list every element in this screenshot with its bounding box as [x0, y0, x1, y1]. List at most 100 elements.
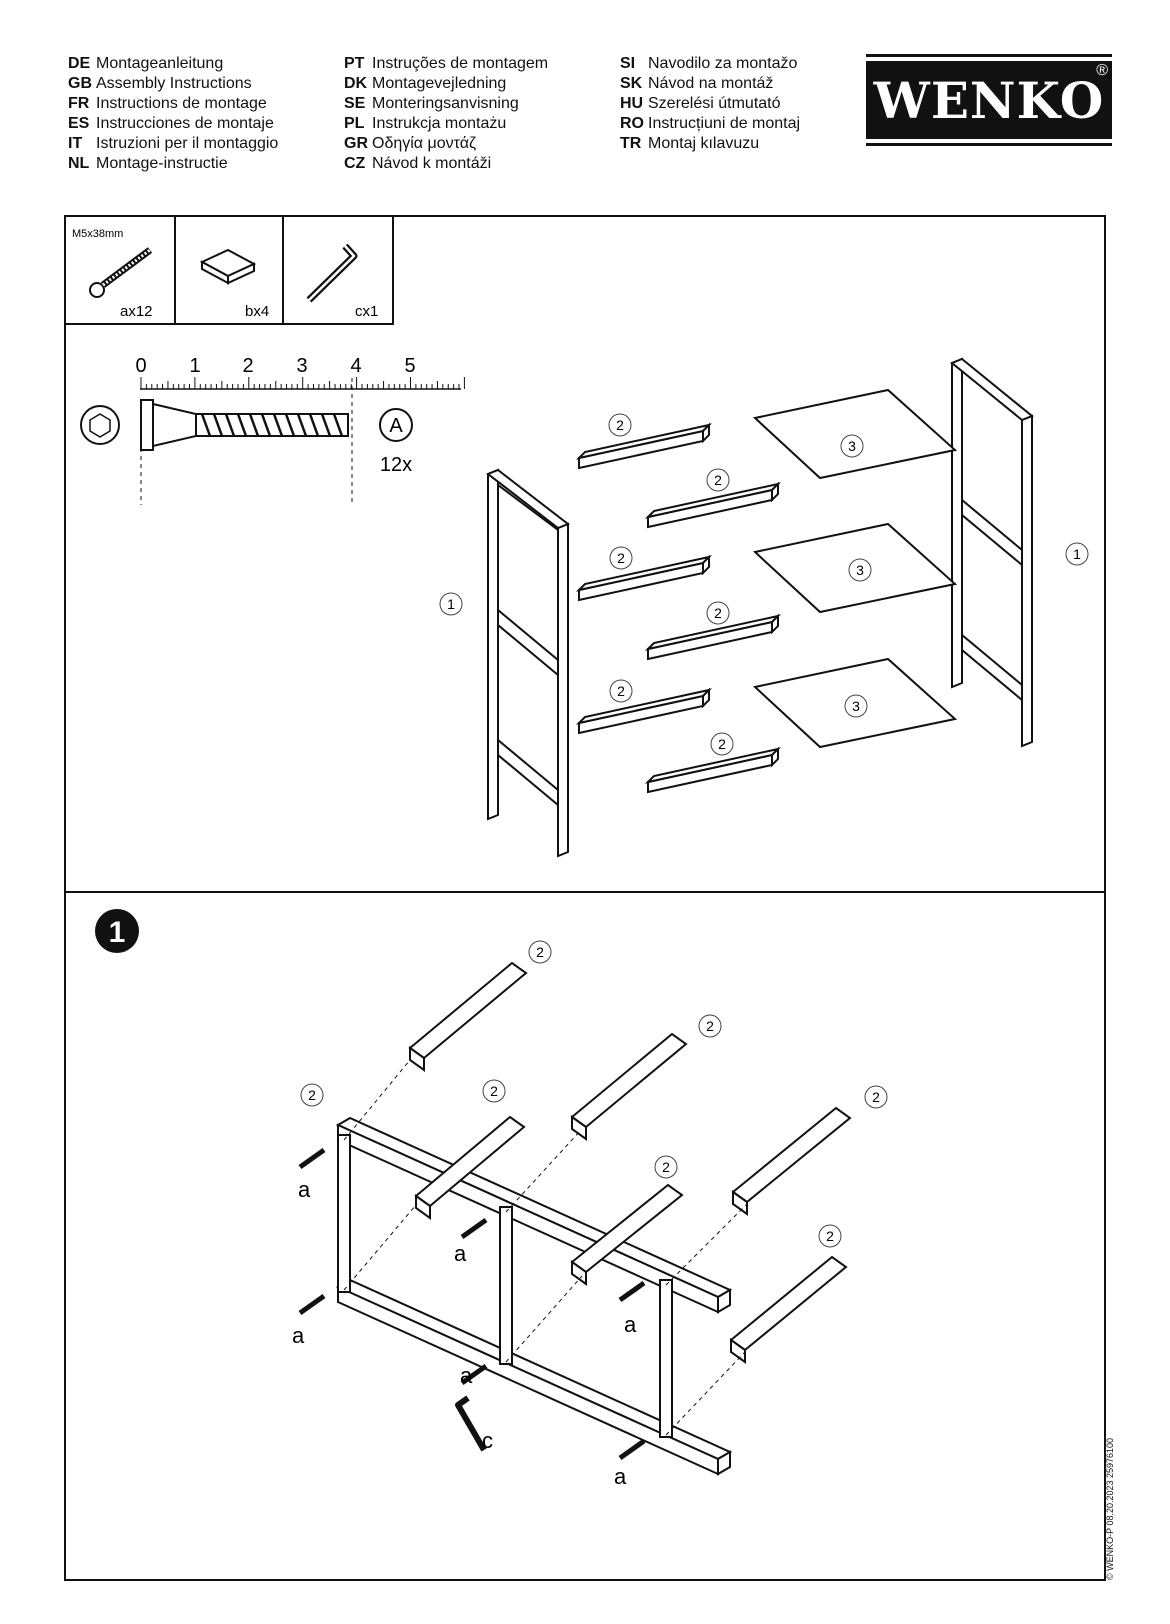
svg-text:2: 2 [490, 1083, 498, 1099]
svg-text:cx1: cx1 [355, 303, 378, 320]
screw-icon [89, 247, 153, 298]
ruler-label: 2 [242, 355, 253, 377]
svg-text:A: A [389, 415, 403, 437]
screw-icon [618, 1280, 646, 1303]
part-labels: 1 1 2 2 2 2 2 2 2 2 2 2 2 2 2 3 3 3 [300, 413, 1089, 1248]
svg-text:a: a [298, 1177, 311, 1202]
part-number-label: 3 [848, 558, 872, 582]
part-number-label: 2 [706, 601, 730, 625]
document-code: © WENKO-P 08.20.2023 25976100 [1105, 1437, 1115, 1580]
allen-key-icon [306, 243, 358, 303]
svg-text:2: 2 [617, 683, 625, 699]
side-frame-left [486, 468, 570, 858]
ruler: 0 1 2 3 4 5 [135, 355, 465, 390]
svg-text:a: a [454, 1241, 467, 1266]
svg-text:2: 2 [706, 1018, 714, 1034]
wenko-logo: WENKO ® [866, 54, 1112, 146]
svg-text:1: 1 [1073, 546, 1081, 562]
felt-pad-icon [199, 248, 257, 285]
connecting-bar [729, 1255, 848, 1352]
part-number-label: 2 [608, 413, 632, 437]
part-number-label: 2 [706, 468, 730, 492]
parts-inventory: M5x38mm ax12 bx4 cx1 [64, 215, 394, 325]
svg-text:2: 2 [714, 605, 722, 621]
svg-text:3: 3 [856, 562, 864, 578]
ruler-label: 1 [189, 355, 200, 377]
part-number-label: 1 [1065, 542, 1089, 566]
part-number-label: 2 [710, 732, 734, 756]
step-letters: a a a a a a c [292, 1177, 637, 1489]
part-number-label: 2 [482, 1079, 506, 1103]
part-number-label: 2 [864, 1085, 888, 1109]
svg-text:2: 2 [718, 736, 726, 752]
svg-text:2: 2 [536, 944, 544, 960]
step1-assembly [298, 961, 852, 1476]
screw-scale-diagram: A 12x [80, 378, 413, 505]
svg-text:a: a [460, 1363, 473, 1388]
svg-text:a: a [624, 1312, 637, 1337]
part-number-label: 2 [698, 1014, 722, 1038]
svg-text:2: 2 [826, 1228, 834, 1244]
part-number-label: 3 [840, 434, 864, 458]
svg-text:12x: 12x [380, 454, 412, 476]
connecting-bar [570, 1032, 688, 1129]
svg-text:3: 3 [852, 698, 860, 714]
ruler-label: 3 [296, 355, 307, 377]
screw-icon [460, 1217, 488, 1240]
part-number-label: 2 [654, 1155, 678, 1179]
svg-text:2: 2 [308, 1087, 316, 1103]
svg-text:2: 2 [616, 417, 624, 433]
svg-text:2: 2 [662, 1159, 670, 1175]
screw-icon [460, 1363, 488, 1386]
svg-text:2: 2 [617, 550, 625, 566]
screw-icon [298, 1293, 326, 1316]
svg-text:2: 2 [872, 1089, 880, 1105]
svg-text:c: c [482, 1428, 493, 1453]
svg-text:bx4: bx4 [245, 303, 269, 320]
part-number-label: 2 [300, 1083, 324, 1107]
instructions-frame [64, 215, 1106, 1581]
part-number-label: 1 [439, 592, 463, 616]
svg-text:ax12: ax12 [120, 303, 153, 320]
step-badge [95, 909, 139, 953]
ruler-label: 5 [404, 355, 415, 377]
part-number-label: 2 [528, 940, 552, 964]
shelf-1 [752, 388, 958, 480]
svg-text:a: a [614, 1464, 627, 1489]
side-frame-right [950, 357, 1034, 748]
part-number-label: 3 [844, 694, 868, 718]
connecting-bar [731, 1106, 852, 1204]
part-number-label: 2 [609, 546, 633, 570]
exploded-view [486, 357, 1034, 858]
svg-text:a: a [292, 1323, 305, 1348]
svg-text:1: 1 [447, 596, 455, 612]
allen-key-icon [455, 1395, 487, 1452]
svg-text:2: 2 [714, 472, 722, 488]
svg-text:3: 3 [848, 438, 856, 454]
ruler-label: 4 [350, 355, 361, 377]
part-number-label: 2 [609, 679, 633, 703]
svg-text:1: 1 [109, 916, 126, 949]
connecting-bar [408, 961, 528, 1060]
screw-icon [298, 1147, 326, 1170]
screw-icon [618, 1438, 646, 1461]
ruler-label: 0 [135, 355, 146, 377]
